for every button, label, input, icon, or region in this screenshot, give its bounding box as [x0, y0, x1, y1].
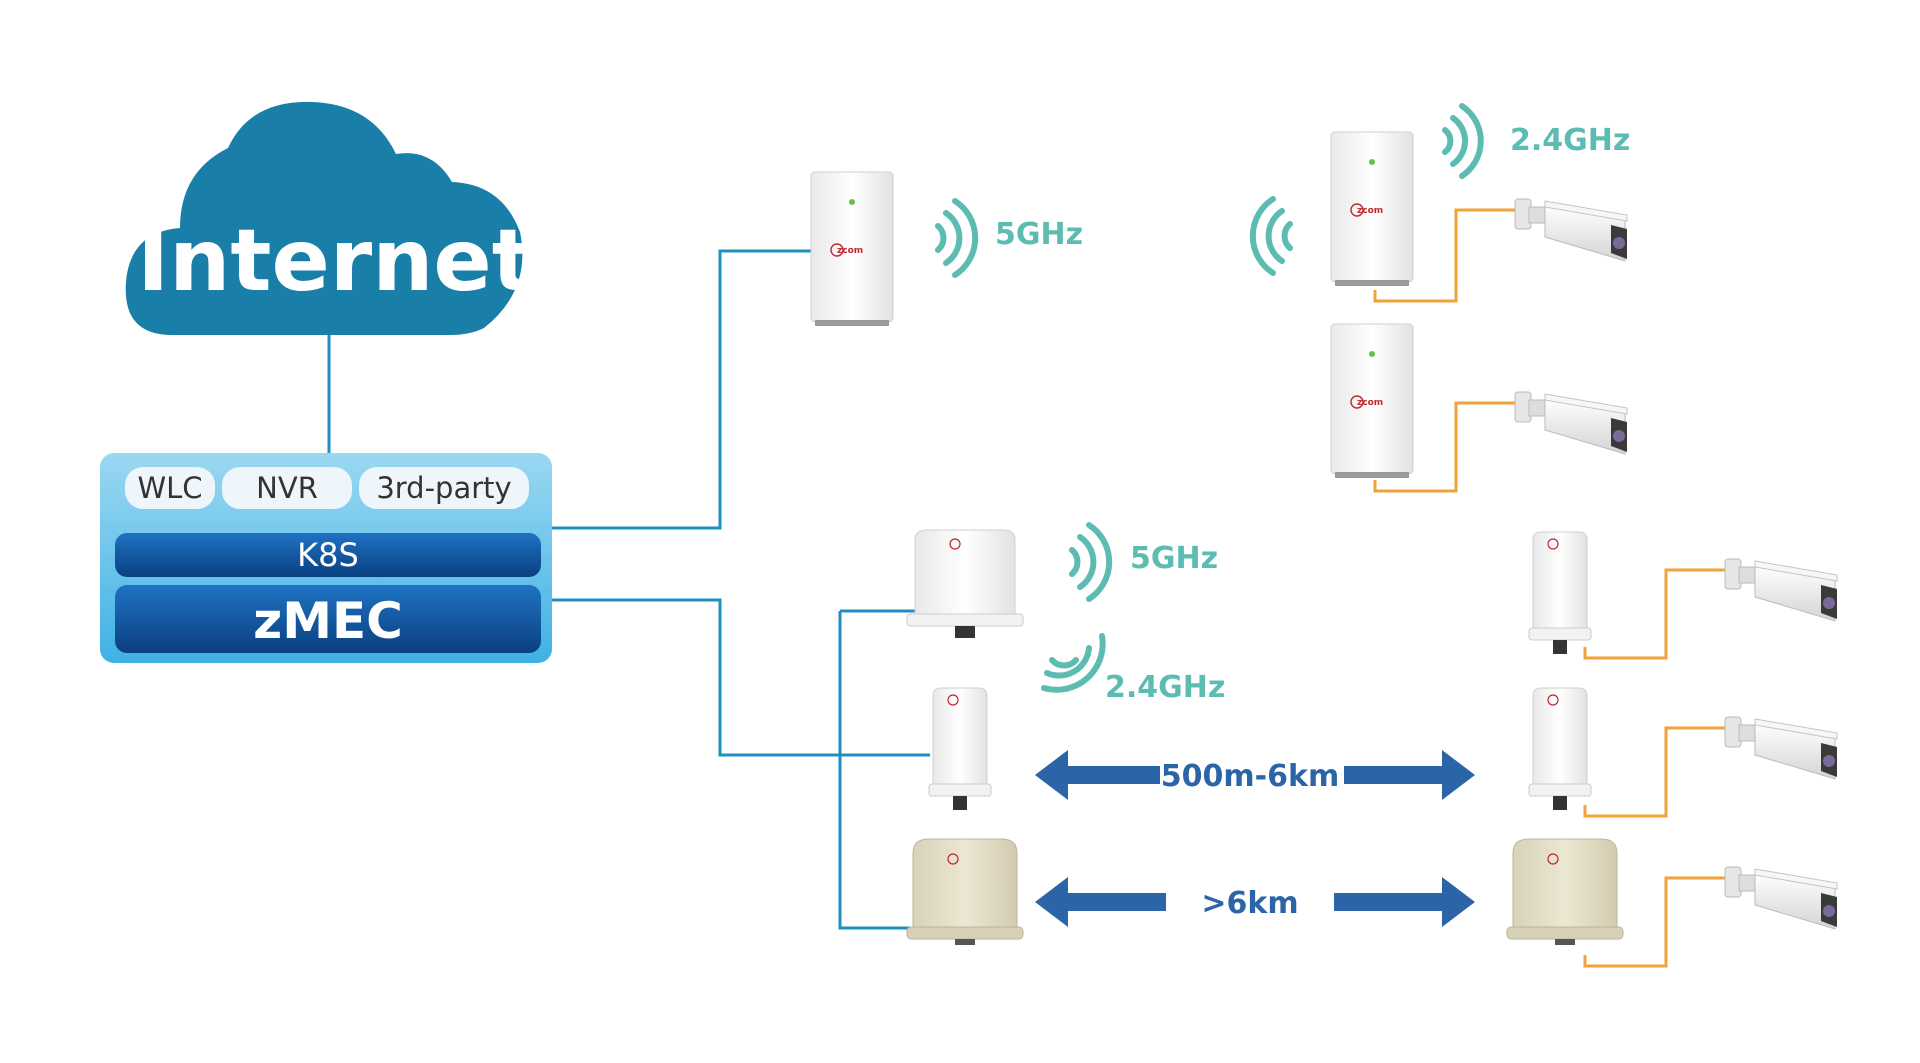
long-range-bridge — [906, 838, 1024, 946]
camera-2 — [1514, 391, 1628, 455]
freq-5ghz-outdoor: 5GHz — [1130, 541, 1218, 576]
k8s-label: K8S — [297, 536, 359, 574]
ap-panel-24ghz-2 — [1330, 323, 1414, 479]
signal-5g-outdoor — [1069, 522, 1113, 602]
freq-24ghz-top: 2.4GHz — [1510, 123, 1630, 158]
remote-bridge — [1506, 838, 1624, 946]
server-stack: WLC NVR 3rd-party K8S zMEC — [100, 453, 552, 663]
internet-cloud: Internet — [125, 101, 533, 335]
line-to-top-ap — [552, 249, 815, 530]
camera-3 — [1724, 558, 1838, 622]
remote-ap-1 — [1528, 531, 1592, 655]
line-to-outdoor-aps — [552, 598, 930, 757]
camera-1 — [1514, 198, 1628, 262]
ap-panel-24ghz-1 — [1330, 131, 1414, 287]
signal-24-top — [1442, 103, 1484, 179]
zmec-label: zMEC — [253, 592, 403, 650]
module-pill-3rd-party — [359, 467, 529, 509]
k8s-bar — [115, 533, 541, 577]
module-nvr: NVR — [256, 471, 318, 505]
module-pill-wlc — [125, 467, 215, 509]
ap-panel-5ghz — [810, 171, 894, 327]
range-arrows — [1035, 750, 1475, 927]
signal-receiver-left — [1249, 196, 1293, 276]
camera-links — [1373, 208, 1730, 968]
line-branch-outdoor — [838, 611, 915, 930]
signal-24-outdoor — [1041, 633, 1106, 693]
module-pill-nvr — [222, 467, 352, 509]
module-3rd-party: 3rd-party — [376, 471, 511, 505]
outdoor-ap-wide — [906, 529, 1024, 639]
arrow-short-range — [1035, 750, 1475, 800]
module-wlc: WLC — [137, 471, 202, 505]
camera-4 — [1724, 716, 1838, 780]
freq-5ghz-top: 5GHz — [995, 217, 1083, 252]
zmec-bar — [115, 585, 541, 653]
internet-label: Internet — [137, 211, 533, 311]
range-short-label: 500m-6km — [1161, 759, 1339, 794]
wireless-signals — [935, 103, 1484, 693]
remote-ap-2 — [1528, 687, 1592, 811]
camera-5 — [1724, 866, 1838, 930]
arrow-long-range — [1035, 877, 1475, 927]
freq-24ghz-outdoor: 2.4GHz — [1105, 670, 1225, 705]
signal-top-ap — [935, 198, 979, 278]
wired-links — [327, 249, 930, 930]
range-long-label: >6km — [1201, 886, 1298, 921]
outdoor-ap-tall — [928, 687, 992, 811]
